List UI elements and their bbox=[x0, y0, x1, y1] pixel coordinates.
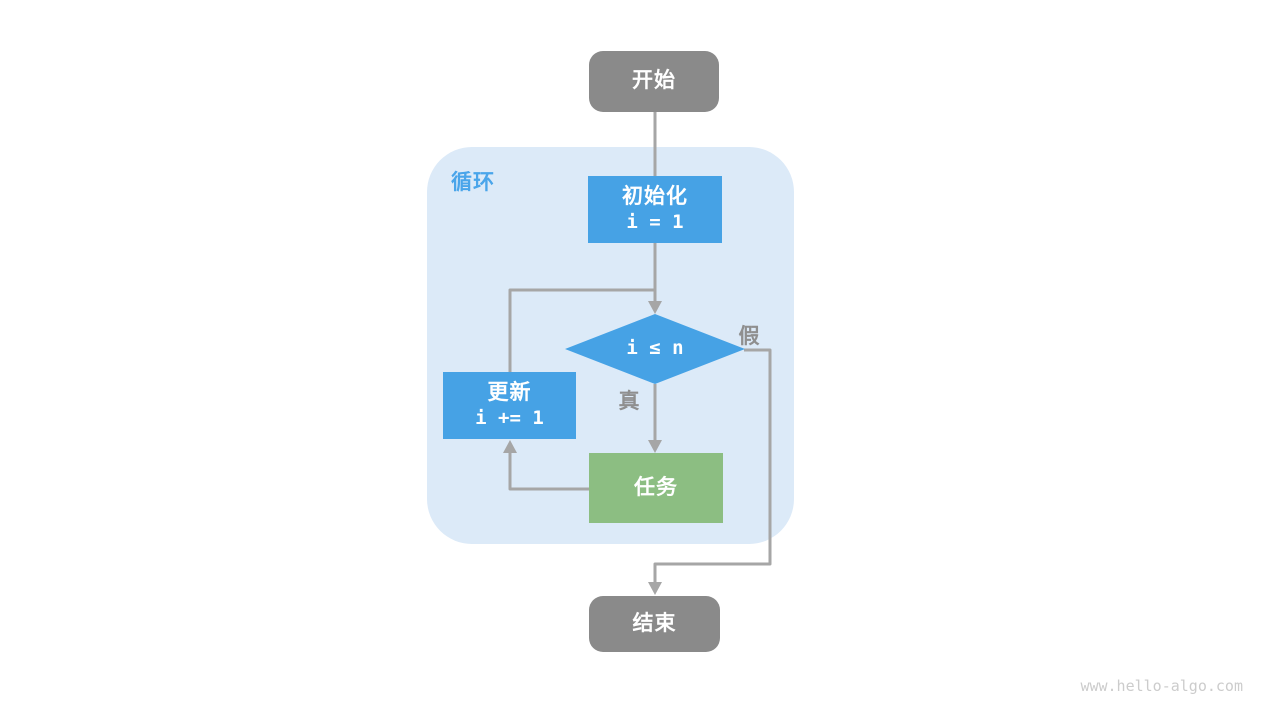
watermark-text: www.hello-algo.com bbox=[1080, 677, 1243, 695]
node-update: 更新 i += 1 bbox=[443, 372, 576, 439]
node-end-label: 结束 bbox=[632, 611, 677, 635]
node-init-code: i = 1 bbox=[626, 210, 684, 233]
condition-diamond-label: i ≤ n bbox=[626, 337, 684, 359]
node-task-label: 任务 bbox=[634, 475, 678, 499]
node-end: 结束 bbox=[589, 596, 720, 652]
edge-label-false: 假 bbox=[738, 325, 760, 348]
edge-label-true: 真 bbox=[618, 390, 640, 413]
node-task: 任务 bbox=[589, 453, 723, 523]
node-start-label: 开始 bbox=[632, 69, 676, 93]
node-update-title: 更新 bbox=[487, 380, 532, 404]
node-init-title: 初始化 bbox=[622, 184, 688, 208]
node-update-code: i += 1 bbox=[475, 406, 544, 429]
loop-group-label: 循环 bbox=[451, 171, 495, 194]
node-init: 初始化 i = 1 bbox=[588, 176, 722, 243]
node-start: 开始 bbox=[589, 51, 719, 112]
arrowhead-end bbox=[648, 582, 662, 595]
